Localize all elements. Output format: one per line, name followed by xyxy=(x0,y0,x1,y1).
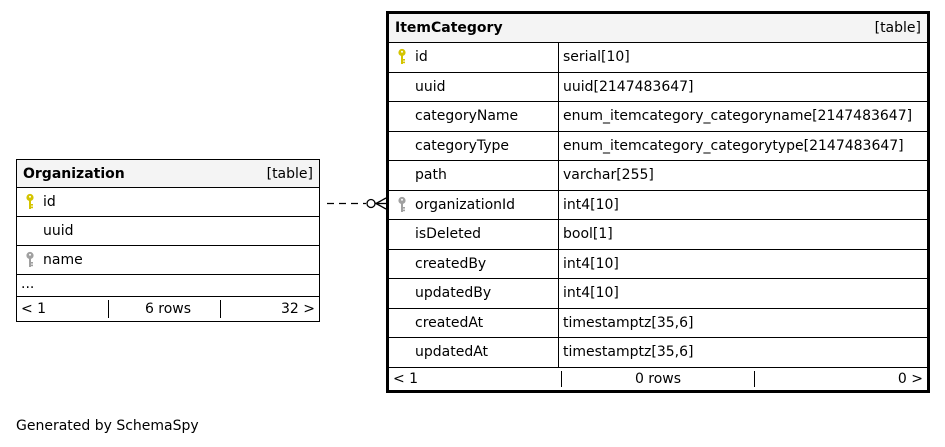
footer-next: 32 > xyxy=(281,301,315,317)
crowfoot-lower xyxy=(375,202,387,210)
table-row[interactable]: id serial[10] xyxy=(389,43,927,73)
table-row[interactable]: updatedAt timestamptz[35,6] xyxy=(389,338,927,368)
column-type: enum_itemcategory_categorytype[214748364… xyxy=(563,137,904,154)
column-type: timestamptz[35,6] xyxy=(563,344,694,361)
footer-divider xyxy=(108,300,109,318)
footer-next: 0 > xyxy=(897,370,924,387)
column-name-cell: uuid xyxy=(17,217,319,245)
column-name: updatedBy xyxy=(415,285,492,302)
table-row[interactable]: createdBy int4[10] xyxy=(389,249,927,279)
column-type: int4[10] xyxy=(563,196,619,213)
column-name-cell: updatedAt xyxy=(389,338,559,367)
generated-by-label: Generated by SchemaSpy xyxy=(16,418,199,434)
table-kind: [table] xyxy=(266,165,313,182)
table-name: Organization xyxy=(23,165,125,182)
column-name: categoryName xyxy=(415,108,519,125)
column-type: varchar[255] xyxy=(563,167,654,184)
column-type: int4[10] xyxy=(563,285,619,302)
column-name: path xyxy=(415,167,447,184)
column-name-cell: createdAt xyxy=(389,308,559,337)
table-row[interactable]: categoryName enum_itemcategory_categoryna… xyxy=(389,102,927,132)
column-name: isDeleted xyxy=(415,226,482,243)
table-row[interactable]: isDeleted bool[1] xyxy=(389,220,927,250)
column-name-cell: organizationId xyxy=(389,190,559,219)
column-name: uuid xyxy=(415,78,446,95)
foreign-key-icon xyxy=(389,196,415,214)
column-name: createdAt xyxy=(415,314,484,331)
column-name-cell: uuid xyxy=(389,72,559,101)
footer-prev: < 1 xyxy=(21,301,47,317)
footer-row-count: 0 rows xyxy=(634,370,682,387)
column-name-cell: name xyxy=(17,246,319,274)
table-name: ItemCategory xyxy=(395,20,503,36)
table-row[interactable]: uuid uuid[2147483647] xyxy=(389,72,927,102)
column-name: id xyxy=(43,194,56,210)
table-row[interactable]: categoryType enum_itemcategory_categoryty… xyxy=(389,131,927,161)
footer-divider xyxy=(220,300,221,318)
column-name-cell: categoryType xyxy=(389,131,559,160)
foreign-key-icon xyxy=(17,251,43,269)
table-row[interactable]: path varchar[255] xyxy=(389,161,927,191)
column-name: uuid xyxy=(43,223,74,239)
column-name: name xyxy=(43,252,83,268)
column-name: id xyxy=(415,49,428,66)
primary-key-icon xyxy=(17,193,43,211)
table-footer: < 1 0 rows 0 > xyxy=(389,368,927,390)
column-name: createdBy xyxy=(415,255,487,272)
column-name-cell: isDeleted xyxy=(389,220,559,249)
table-kind: [table] xyxy=(874,20,921,36)
more-columns: ... xyxy=(17,275,319,297)
table-header: Organization [table] xyxy=(17,160,319,188)
column-type: enum_itemcategory_categoryname[214748364… xyxy=(563,108,913,125)
footer-prev: < 1 xyxy=(393,370,419,387)
column-type: uuid[2147483647] xyxy=(563,78,694,95)
column-name: categoryType xyxy=(415,137,510,154)
column-name-cell: id xyxy=(17,188,319,216)
column-type: timestamptz[35,6] xyxy=(563,314,694,331)
table-row[interactable]: id xyxy=(17,188,319,217)
column-type: serial[10] xyxy=(563,49,630,66)
table-row[interactable]: uuid xyxy=(17,217,319,246)
column-name-cell: updatedBy xyxy=(389,279,559,308)
table-row[interactable]: updatedBy int4[10] xyxy=(389,279,927,309)
column-name-cell: id xyxy=(389,43,559,72)
column-type: int4[10] xyxy=(563,255,619,272)
connector-zero-circle xyxy=(366,198,376,209)
table-row[interactable]: createdAt timestamptz[35,6] xyxy=(389,308,927,338)
column-type: bool[1] xyxy=(563,226,613,243)
column-name: organizationId xyxy=(415,196,516,213)
column-name: updatedAt xyxy=(415,344,489,361)
organization-table[interactable]: Organization [table] id uuid name ... < 1 … xyxy=(16,159,320,322)
footer-divider xyxy=(754,370,755,387)
footer-divider xyxy=(561,370,562,387)
column-name-cell: createdBy xyxy=(389,249,559,278)
column-name-cell: categoryName xyxy=(389,102,559,131)
primary-key-icon xyxy=(389,48,415,66)
column-name-cell: path xyxy=(389,161,559,190)
table-row[interactable]: organizationId int4[10] xyxy=(389,190,927,220)
footer-row-count: 6 rows xyxy=(144,301,192,317)
table-header: ItemCategory [table] xyxy=(389,14,927,43)
table-footer: < 1 6 rows 32 > xyxy=(17,297,319,321)
crowfoot-upper xyxy=(375,197,387,205)
table-row[interactable]: name xyxy=(17,246,319,275)
